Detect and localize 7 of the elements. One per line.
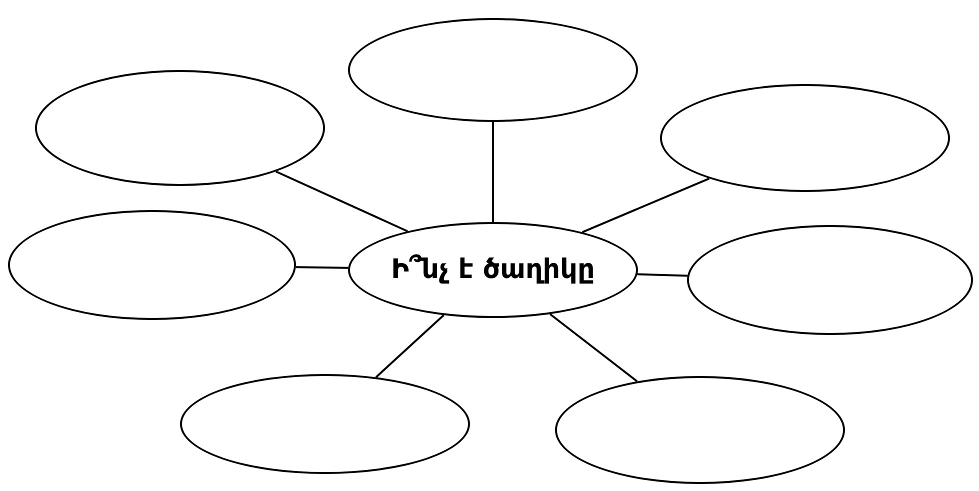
connector-line <box>296 266 348 269</box>
topic-text: Ի՞նչ է ծաղիկը <box>391 252 595 287</box>
connector-line <box>582 178 710 234</box>
connector-line <box>637 273 688 277</box>
connector-line <box>549 313 638 382</box>
connector-line <box>492 122 494 222</box>
connector-line <box>275 170 408 232</box>
